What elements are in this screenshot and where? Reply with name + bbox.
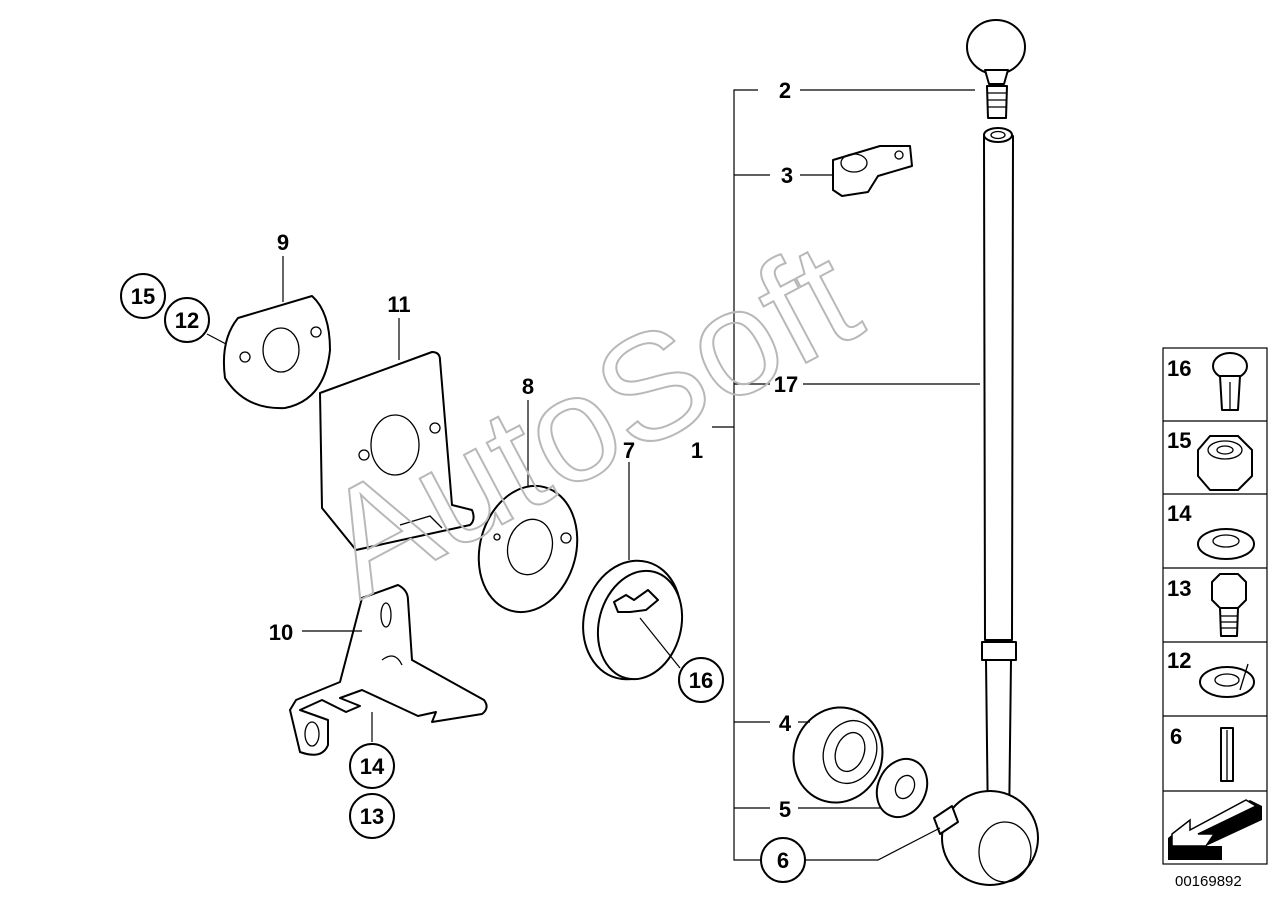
callout-14: 14 — [360, 754, 385, 779]
callout-15: 15 — [131, 284, 155, 309]
legend-label-14: 14 — [1167, 501, 1192, 526]
callout-9: 9 — [277, 230, 289, 255]
callout-13-circle: 13 — [349, 793, 395, 839]
callout-10: 10 — [269, 620, 293, 645]
callout-11: 11 — [387, 292, 410, 317]
direction-arrow-icon — [1168, 799, 1262, 860]
callout-17: 17 — [774, 372, 798, 397]
callout-3: 3 — [781, 163, 793, 188]
fastener-legend-panel: 16 15 14 13 12 — [1162, 347, 1268, 865]
part-8-gasket — [477, 484, 579, 614]
part-7-rubber-mount — [582, 559, 684, 681]
part-3-bracket-nut — [832, 145, 913, 197]
callout-16: 16 — [689, 668, 713, 693]
callout-12: 12 — [175, 308, 199, 333]
callout-7: 7 — [623, 438, 635, 463]
callout-1: 1 — [691, 438, 703, 463]
callout-12-circle: 12 — [164, 297, 210, 343]
part-5-washer — [875, 757, 929, 819]
callout-8: 8 — [522, 374, 534, 399]
legend-label-16: 16 — [1167, 356, 1191, 381]
callout-5: 5 — [779, 797, 791, 822]
legend-label-13: 13 — [1167, 576, 1191, 601]
legend-label-15: 15 — [1167, 428, 1191, 453]
hex-nut-icon — [1197, 435, 1253, 491]
part-10-lower-bracket — [289, 584, 488, 756]
diagram-number: 00169892 — [1175, 873, 1242, 890]
flat-washer-icon — [1197, 528, 1255, 560]
shift-rod-assembly — [933, 19, 1039, 886]
part-4-bushing — [792, 706, 884, 804]
callouts: 2 3 17 1 4 5 7 8 9 11 10 6 16 15 12 14 — [120, 78, 806, 883]
part-11-bracket — [319, 351, 475, 551]
callout-16-circle: 16 — [678, 657, 724, 703]
callout-6: 6 — [777, 848, 789, 873]
dowel-pin-icon — [1220, 727, 1234, 782]
rivet-icon — [1212, 352, 1248, 411]
callout-13: 13 — [360, 804, 384, 829]
legend-label-6: 6 — [1170, 724, 1182, 749]
callout-2: 2 — [779, 78, 791, 103]
part-9-plate — [222, 295, 331, 410]
callout-14-circle: 14 — [349, 743, 395, 789]
callout-15-circle: 15 — [120, 273, 166, 319]
hex-bolt-icon — [1211, 573, 1247, 637]
legend-label-12: 12 — [1167, 648, 1191, 673]
leader-lines — [206, 89, 980, 861]
spring-washer-icon — [1199, 663, 1255, 698]
callout-6-circle: 6 — [760, 837, 806, 883]
callout-4: 4 — [779, 711, 792, 736]
